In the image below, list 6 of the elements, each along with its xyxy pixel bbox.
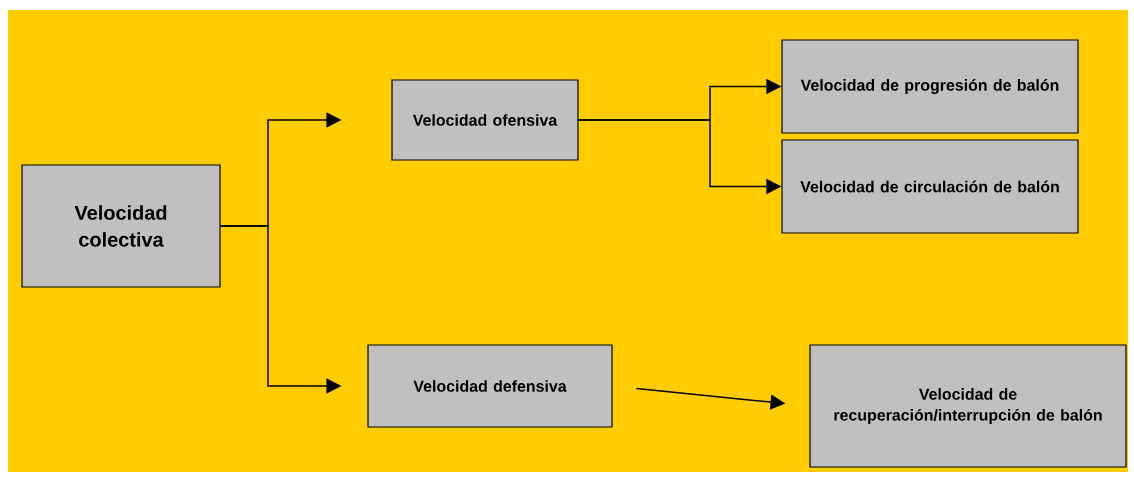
process-box: Velocidad colectiva bbox=[21, 164, 221, 288]
process-box: Velocidad de recuperación/interrupción de balón bbox=[809, 344, 1127, 468]
process-box: Velocidad ofensiva bbox=[391, 79, 579, 161]
process-box: Velocidad de circulación de balón bbox=[781, 139, 1079, 234]
process-box: Velocidad de progresión de balón bbox=[781, 39, 1079, 134]
process-box: Velocidad defensiva bbox=[367, 344, 613, 428]
